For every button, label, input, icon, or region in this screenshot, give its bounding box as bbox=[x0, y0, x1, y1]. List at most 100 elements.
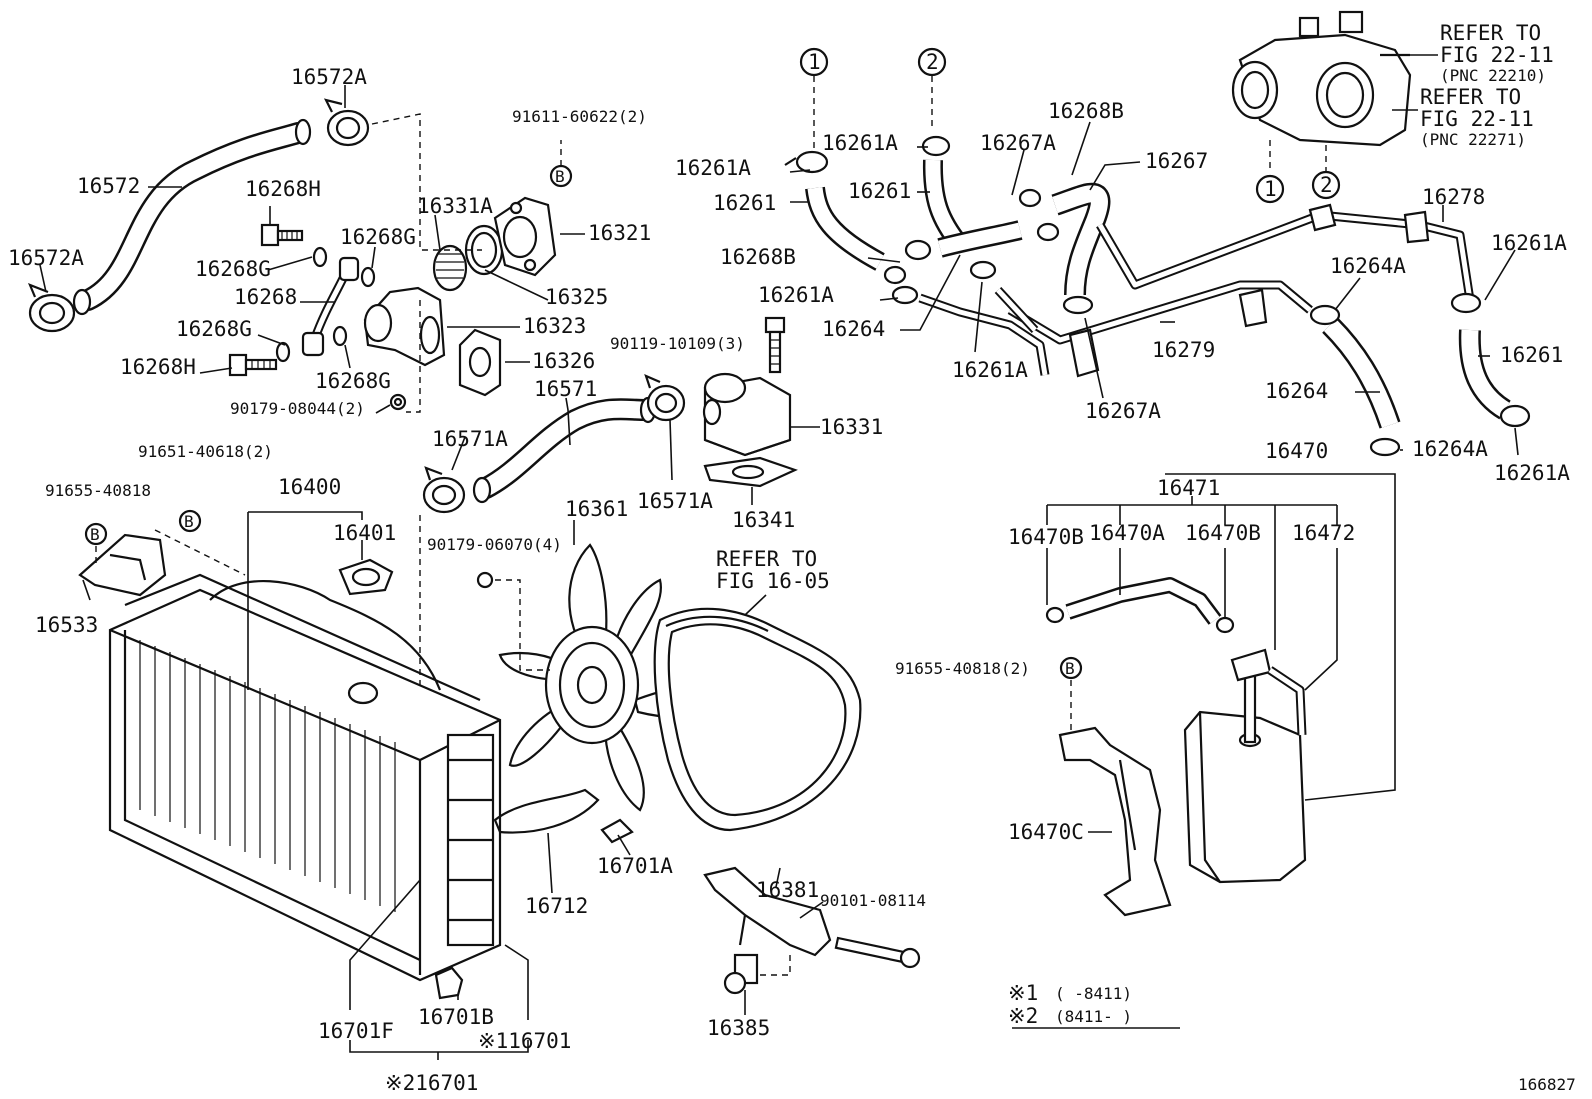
label-16701F: 16701F bbox=[318, 1019, 394, 1043]
radiator-16400 bbox=[108, 573, 502, 982]
label-16268: 16268 bbox=[234, 285, 297, 309]
water-pipe-16278 bbox=[1096, 203, 1475, 301]
marker-text: 2 bbox=[1320, 173, 1333, 197]
label-16261-b: 16261 bbox=[848, 179, 911, 203]
label-16533: 16533 bbox=[35, 613, 98, 637]
gasket-16341 bbox=[703, 456, 798, 488]
refer-note-16-05: REFER TO FIG 16-05 bbox=[716, 547, 830, 593]
clamps-16267A bbox=[1018, 188, 1094, 315]
refer-line: (PNC 22210) bbox=[1440, 66, 1546, 85]
label-16472: 16472 bbox=[1292, 521, 1355, 545]
upper-radiator-hose bbox=[72, 118, 312, 316]
clamp-16261A-e bbox=[1450, 292, 1482, 314]
reserve-tank-16470 bbox=[1183, 648, 1307, 884]
label-16268G-a: 16268G bbox=[340, 225, 416, 249]
water-outlet-16331 bbox=[702, 372, 792, 457]
label-16264A-b: 16264A bbox=[1412, 437, 1488, 461]
label-16264A-a: 16264A bbox=[1330, 254, 1406, 278]
legend: ※1 ( -8411) ※2 (8411- ) bbox=[1008, 981, 1132, 1028]
bolt-marker-text: B bbox=[90, 525, 100, 544]
legend-range-2: (8411- ) bbox=[1055, 1007, 1132, 1026]
label-16381: 16381 bbox=[756, 878, 819, 902]
label-16268H-bottom: 16268H bbox=[120, 355, 196, 379]
marker-1-throttle: 1 bbox=[1255, 174, 1285, 204]
gasket-16268G-d bbox=[332, 325, 348, 347]
label-16341: 16341 bbox=[732, 508, 795, 532]
bolt-90101-08114 bbox=[834, 936, 921, 969]
gasket-16268G-b bbox=[360, 266, 376, 288]
label-16571A-b: 16571A bbox=[637, 489, 713, 513]
label-16470A: 16470A bbox=[1089, 521, 1165, 545]
label-16326: 16326 bbox=[532, 349, 595, 373]
leader-lines bbox=[39, 85, 1519, 1060]
label-16325: 16325 bbox=[545, 285, 608, 309]
marker-text: 1 bbox=[808, 50, 821, 74]
clamp-16261A-d bbox=[969, 260, 997, 280]
label-16268G-c: 16268G bbox=[176, 317, 252, 341]
clamp-16261A-f bbox=[1499, 404, 1531, 428]
nut-90179-06070 bbox=[476, 571, 494, 589]
label-16323: 16323 bbox=[523, 314, 586, 338]
label-91611-60622: 91611-60622(2) bbox=[512, 107, 647, 126]
refer-line: FIG 22-11 bbox=[1440, 43, 1554, 67]
bolt-marker-text: B bbox=[555, 167, 565, 186]
cushion-16701A bbox=[600, 818, 634, 844]
label-16572A-top: 16572A bbox=[291, 65, 367, 89]
water-inlet-16321 bbox=[493, 196, 557, 277]
gasket-16268G-a bbox=[312, 246, 328, 268]
union-pipe-16264 bbox=[918, 286, 1050, 376]
marker-text: 1 bbox=[1264, 177, 1277, 201]
clamp-16264A-a bbox=[1309, 304, 1341, 326]
radiator-fins bbox=[139, 640, 396, 912]
clamp-16261A-b bbox=[921, 135, 951, 157]
label-16361: 16361 bbox=[565, 497, 628, 521]
label-16268B-b: 16268B bbox=[1048, 99, 1124, 123]
label-16267A-b: 16267A bbox=[1085, 399, 1161, 423]
label-16470: 16470 bbox=[1265, 439, 1328, 463]
label-16470C: 16470C bbox=[1008, 820, 1084, 844]
label-16264-a: 16264 bbox=[822, 317, 885, 341]
refer-line: REFER TO bbox=[716, 547, 817, 571]
part-labels: 16572A 16572 16572A 16268H 16268G 16268G… bbox=[8, 65, 1570, 1095]
hose-16261-right bbox=[1458, 329, 1512, 420]
bolt-marker-text: B bbox=[1065, 659, 1075, 678]
marker-1-top: 1 bbox=[799, 47, 829, 77]
label-16261-a: 16261 bbox=[713, 191, 776, 215]
hose-clamp-16572A-top bbox=[323, 98, 370, 147]
label-16268B-a: 16268B bbox=[720, 245, 796, 269]
label-16571A-a: 16571A bbox=[432, 427, 508, 451]
label-90119-10109: 90119-10109(3) bbox=[610, 334, 745, 353]
legend-mark-2: ※2 bbox=[1008, 1004, 1038, 1028]
clamp-16261A-a bbox=[784, 150, 829, 174]
label-16385: 16385 bbox=[707, 1016, 770, 1040]
clamp-16268B-mid bbox=[883, 239, 932, 285]
v-belt bbox=[653, 607, 862, 832]
legend-range-1: ( -8411) bbox=[1055, 984, 1132, 1003]
label-91651-40618: 91651-40618(2) bbox=[138, 442, 273, 461]
thermostat-16325 bbox=[432, 224, 504, 292]
label-16400: 16400 bbox=[278, 475, 341, 499]
marker-2-top: 2 bbox=[917, 47, 947, 77]
label-16261-c: 16261 bbox=[1500, 343, 1563, 367]
hose-clamp-16571A-right bbox=[644, 374, 686, 422]
label-16264-b: 16264 bbox=[1265, 379, 1328, 403]
legend-mark-1: ※1 bbox=[1008, 981, 1038, 1005]
label-16331A: 16331A bbox=[417, 194, 493, 218]
label-16268G-b: 16268G bbox=[195, 257, 271, 281]
label-16712: 16712 bbox=[525, 894, 588, 918]
label-16279: 16279 bbox=[1152, 338, 1215, 362]
label-16470B-a: 16470B bbox=[1008, 525, 1084, 549]
bolt-marker-upper: B bbox=[549, 164, 573, 188]
hose-clamp-16571A-left bbox=[422, 466, 466, 514]
radiator-cap-16401 bbox=[338, 558, 394, 596]
label-91655-40818-a: 91655-40818 bbox=[45, 481, 151, 500]
refer-line: FIG 16-05 bbox=[716, 569, 830, 593]
gasket-16268G-c bbox=[275, 341, 291, 363]
bolt-16268H-bottom bbox=[228, 353, 278, 377]
label-90179-06070: 90179-06070(4) bbox=[427, 535, 562, 554]
bolt-90119-10109 bbox=[764, 316, 786, 374]
bolt-16268H-top bbox=[260, 223, 304, 247]
hose-clamp-16572A-left bbox=[27, 283, 76, 333]
label-16267: 16267 bbox=[1145, 149, 1208, 173]
